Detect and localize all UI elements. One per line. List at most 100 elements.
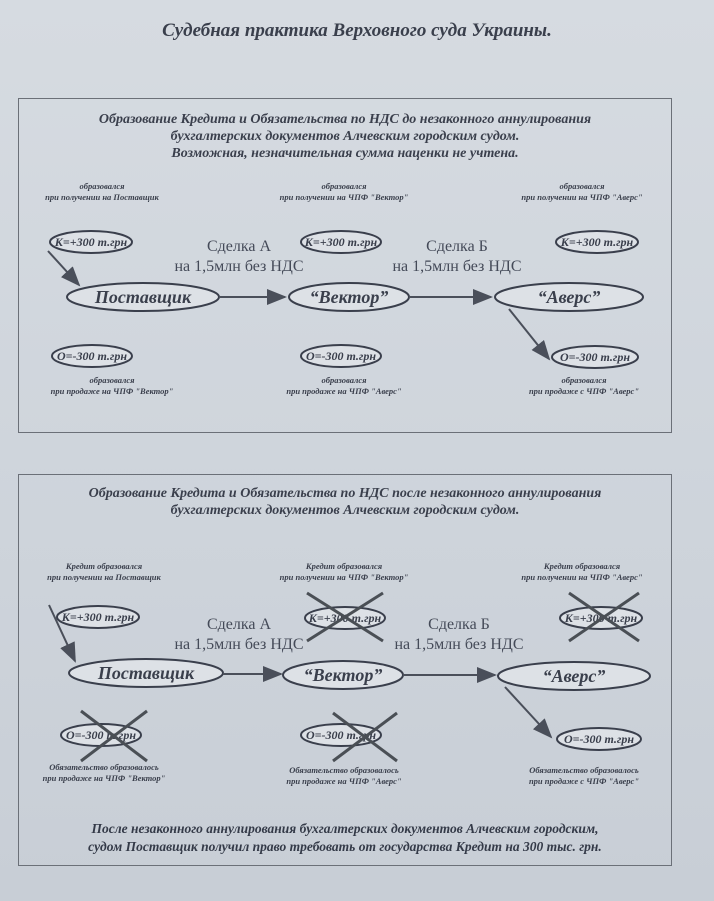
arrow: [504, 686, 553, 739]
diagram-panel-before: Образование Кредита и Обязательства по Н…: [18, 98, 672, 433]
panel-title: Образование Кредита и Обязательства по Н…: [19, 111, 671, 162]
credit-origin-label: Кредит образовался при получении на ЧПФ …: [259, 561, 429, 583]
entity-name: “Аверс”: [538, 287, 601, 307]
obligation-value: О=-300 т.грн: [306, 349, 376, 363]
label-line: Кредит образовался: [65, 561, 143, 571]
label-line: при продаже с ЧПФ "Аверс": [528, 386, 640, 396]
entity-name: “Вектор”: [310, 287, 389, 307]
label-line: при получении на ЧПФ "Аверс": [521, 192, 643, 202]
label-line: при продаже с ЧПФ "Аверс": [528, 776, 640, 786]
obligation-oval: О=-300 т.грн: [51, 344, 133, 368]
deal-a-label: Сделка А на 1,5млн без НДС: [169, 615, 309, 655]
label-line: при продаже на ЧПФ "Аверс": [286, 776, 402, 786]
credit-value: К=+300 т.грн: [61, 610, 135, 624]
deal-line: Сделка А: [206, 238, 272, 255]
label-line: при получении на ЧПФ "Аверс": [521, 572, 643, 582]
panel-title-line: Возможная, незначительная сумма наценки …: [171, 146, 519, 161]
flow-diagram: К=+300 т.грн К=+300 т.грн К=+300 т.грн П…: [48, 591, 651, 763]
entity-node-avers: “Аверс”: [494, 282, 644, 312]
label-line: образовался: [321, 181, 367, 191]
deal-line: на 1,5млн без НДС: [392, 258, 522, 275]
label-line: Обязательство образовалось: [289, 765, 399, 775]
arrow: [508, 308, 551, 361]
credit-oval: К=+300 т.грн: [49, 230, 133, 254]
label-line: при получении на ЧПФ "Вектор": [279, 192, 409, 202]
entity-node-avers: “Аверс”: [497, 661, 651, 691]
credit-value: К=+300 т.грн: [54, 235, 128, 249]
label-line: образовался: [321, 375, 367, 385]
credit-oval: К=+300 т.грн: [300, 230, 382, 254]
panel-title-line: Образование Кредита и Обязательства по Н…: [88, 486, 602, 501]
arrow: [47, 250, 81, 287]
entity-node-supplier: Поставщик: [66, 282, 220, 312]
entity-name: Поставщик: [94, 287, 192, 307]
panel-title-line: Образование Кредита и Обязательства по Н…: [98, 112, 592, 127]
deal-line: Сделка Б: [428, 616, 490, 633]
label-line: при продаже на ЧПФ "Вектор": [50, 386, 174, 396]
entity-name: Поставщик: [97, 663, 195, 683]
conclusion-text: После незаконного аннулирования бухгалте…: [19, 820, 671, 856]
obligation-oval-cancelled: О=-300 т.грн: [60, 709, 148, 763]
label-line: образовался: [79, 181, 125, 191]
obligation-oval-cancelled: О=-300 т.грн: [300, 711, 398, 763]
flow-diagram: К=+300 т.грн К=+300 т.грн К=+300 т.грн П…: [47, 230, 644, 369]
obligation-value: О=-300 т.грн: [57, 349, 127, 363]
credit-origin-label: образовался при получении на ЧПФ "Аверс": [497, 181, 667, 203]
obligation-value: О=-300 т.грн: [66, 728, 136, 742]
obligation-origin-label: Обязательство образовалось при продаже н…: [29, 762, 179, 784]
label-line: образовался: [89, 375, 135, 385]
obligation-origin-label: Обязательство образовалось при продаже н…: [259, 765, 429, 787]
diagram-panel-after: Образование Кредита и Обязательства по Н…: [18, 474, 672, 866]
obligation-value: О=-300 т.грн: [564, 732, 634, 746]
credit-oval-cancelled: К=+300 т.грн: [559, 591, 643, 643]
obligation-origin-label: Обязательство образовалось при продаже с…: [499, 765, 669, 787]
obligation-origin-label: образовался при продаже на ЧПФ "Вектор": [37, 375, 187, 397]
panel-title-line: бухгалтерских документов Алчевским город…: [170, 503, 520, 518]
credit-oval-cancelled: К=+300 т.грн: [304, 591, 386, 643]
label-line: образовался: [559, 181, 605, 191]
obligation-origin-label: образовался при продаже на ЧПФ "Аверс": [259, 375, 429, 397]
cross-mark: [306, 591, 384, 643]
entity-node-vector: “Вектор”: [288, 282, 410, 312]
deal-line: Сделка Б: [426, 238, 488, 255]
deal-line: на 1,5млн без НДС: [174, 636, 304, 653]
page-title: Судебная практика Верховного суда Украин…: [162, 20, 552, 41]
deal-a-label: Сделка А на 1,5млн без НДС: [169, 237, 309, 277]
entity-name: “Вектор”: [304, 665, 383, 685]
obligation-origin-label: образовался при продаже с ЧПФ "Аверс": [499, 375, 669, 397]
deal-line: на 1,5млн без НДС: [394, 636, 524, 653]
deal-b-label: Сделка Б на 1,5млн без НДС: [382, 237, 532, 277]
label-line: при получении на ЧПФ "Вектор": [279, 572, 409, 582]
label-line: Кредит образовался: [305, 561, 383, 571]
obligation-oval: О=-300 т.грн: [556, 727, 642, 751]
credit-value: К=+300 т.грн: [560, 235, 634, 249]
cross-mark: [332, 711, 398, 763]
label-line: при продаже на ЧПФ "Аверс": [286, 386, 402, 396]
credit-origin-label: образовался при получении на ЧПФ "Вектор…: [259, 181, 429, 203]
label-line: при продаже на ЧПФ "Вектор": [42, 773, 166, 783]
panel-title-line: бухгалтерских документов Алчевским город…: [170, 129, 520, 144]
deal-line: на 1,5млн без НДС: [174, 258, 304, 275]
label-line: при получении на Поставщик: [45, 192, 159, 202]
deal-line: Сделка А: [206, 616, 272, 633]
credit-origin-label: Кредит образовался при получении на ЧПФ …: [497, 561, 667, 583]
credit-oval: К=+300 т.грн: [555, 230, 639, 254]
obligation-oval: О=-300 т.грн: [551, 345, 639, 369]
obligation-oval: О=-300 т.грн: [300, 344, 382, 368]
label-line: образовался: [561, 375, 607, 385]
credit-oval: К=+300 т.грн: [56, 605, 140, 629]
label-line: Обязательство образовалось: [49, 762, 159, 772]
label-line: Кредит образовался: [543, 561, 621, 571]
label-line: Обязательство образовалось: [529, 765, 639, 775]
credit-origin-label: образовался при получении на Поставщик: [27, 181, 177, 203]
credit-value: К=+300 т.грн: [304, 235, 378, 249]
deal-b-label: Сделка Б на 1,5млн без НДС: [384, 615, 534, 655]
panel-title: Образование Кредита и Обязательства по Н…: [19, 485, 671, 519]
conclusion-line: судом Поставщик получил право требовать …: [88, 839, 602, 854]
credit-origin-label: Кредит образовался при получении на Пост…: [29, 561, 179, 583]
entity-node-supplier: Поставщик: [68, 658, 224, 688]
cross-mark: [568, 591, 640, 643]
cross-mark: [80, 709, 148, 763]
conclusion-line: После незаконного аннулирования бухгалте…: [91, 821, 599, 836]
